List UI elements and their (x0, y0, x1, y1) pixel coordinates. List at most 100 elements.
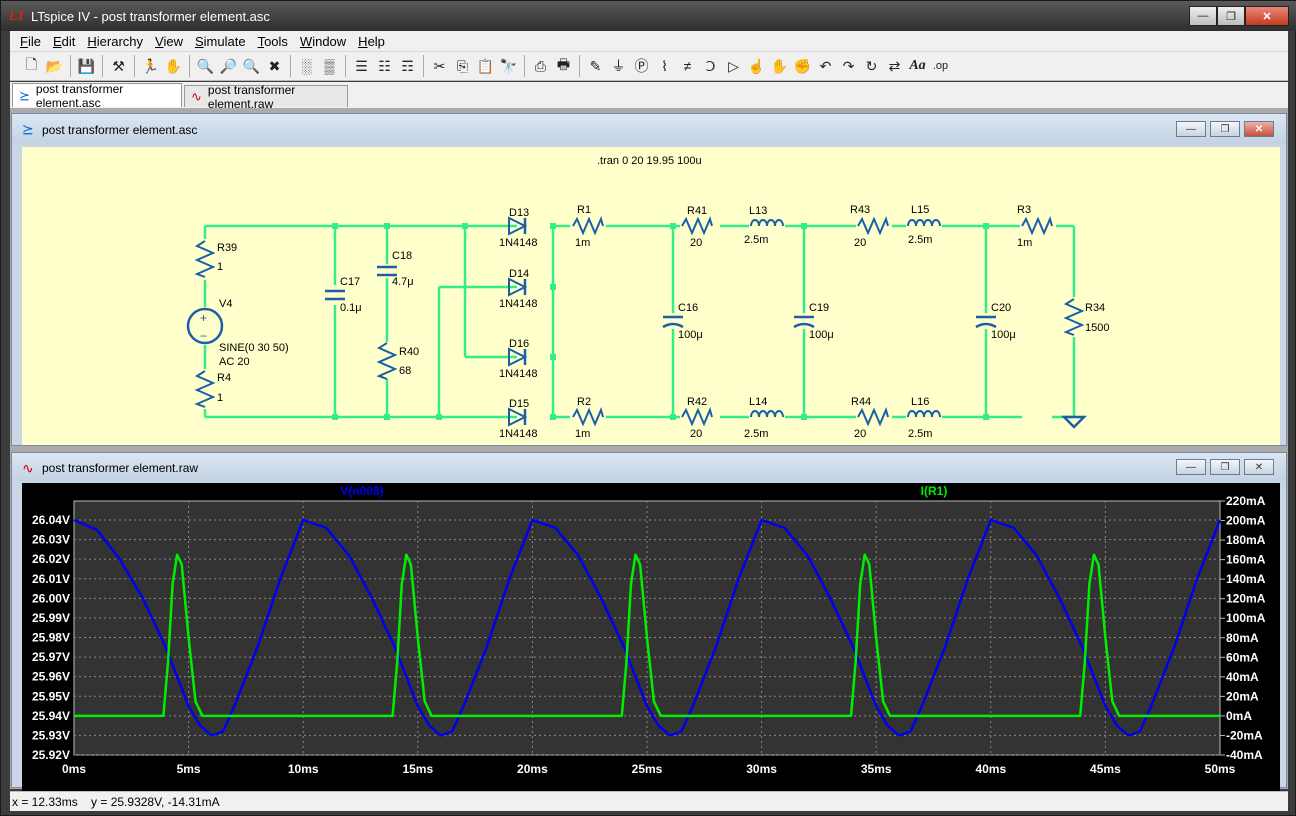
y-right-tick-label: 0mA (1226, 709, 1252, 723)
zoom-pan-icon[interactable]: 🔎 (219, 57, 238, 74)
source-plus-sign: + (200, 311, 207, 325)
menu-help[interactable]: Help (358, 33, 385, 49)
label-r1-value: 1m (575, 237, 590, 249)
label-l15-ref: L15 (911, 204, 929, 216)
menu-simulate[interactable]: Simulate (194, 33, 246, 49)
junction-dot (983, 414, 989, 420)
label-r40-ref: R40 (399, 346, 419, 358)
menu-file[interactable]: File (20, 33, 41, 49)
rotate-icon[interactable]: ↻ (865, 57, 878, 74)
resistor-icon[interactable]: ⌇ (661, 57, 668, 74)
voltage-source-v4 (186, 307, 224, 345)
label-net-icon[interactable]: Ⓟ (634, 58, 649, 74)
label-r42-value: 20 (690, 428, 702, 440)
waveform-icon: ∿ (191, 88, 202, 104)
label-c19-ref: C19 (809, 302, 829, 314)
redo-icon[interactable]: ↷ (842, 57, 855, 74)
label-l16-value: 2.5m (908, 428, 932, 440)
document-tab-bar: ⪰ post transformer element.asc ∿ post tr… (10, 81, 1288, 111)
cut-icon[interactable]: ✂ (433, 57, 446, 74)
toolbar-separator (524, 55, 525, 77)
diode-d13 (508, 216, 528, 236)
junction-dot (550, 354, 556, 360)
maximize-button[interactable]: ❐ (1210, 121, 1240, 137)
zoom-out-icon[interactable]: 🔍 (242, 57, 261, 74)
y-right-tick-label: 100mA (1226, 611, 1266, 625)
close-button[interactable]: ✕ (1244, 121, 1274, 137)
inductor-l15 (907, 219, 941, 227)
tile-horizontal-icon[interactable]: ☰ (355, 57, 368, 74)
undo-icon[interactable]: ↶ (819, 57, 832, 74)
toolbar: 🗋📂💾⚒🏃✋🔍🔎🔍✖░▒☰☷☶✂⎘📋🔭⎙🖶✎⏚Ⓟ⌇≠Ↄ▷☝✋✊↶↷↻⇄Aa.op (10, 51, 1288, 81)
junction-dot (332, 223, 338, 229)
drag-icon[interactable]: ✊ (793, 57, 812, 74)
print-icon[interactable]: 🖶 (556, 56, 571, 72)
maximize-button[interactable]: ❐ (1217, 6, 1245, 26)
control-panel-icon[interactable]: ⚒ (112, 57, 125, 74)
schematic-window: ⪰ post transformer element.asc — ❐ ✕ .tr… (11, 113, 1287, 446)
zoom-in-icon[interactable]: 🔍 (196, 57, 215, 74)
label-v4-value: SINE(0 30 50) (219, 342, 289, 354)
plot-settings-icon[interactable]: ▒ (324, 58, 335, 74)
tile-vertical-icon[interactable]: ☶ (401, 57, 414, 74)
y-right-tick-label: 200mA (1226, 514, 1266, 528)
series-label-i-r1: I(R1) (921, 484, 948, 498)
open-icon[interactable]: 📂 (45, 57, 64, 74)
waveform-window-controls: — ❐ ✕ (1176, 459, 1274, 475)
maximize-button[interactable]: ❐ (1210, 459, 1240, 475)
run-icon[interactable]: 🏃 (141, 57, 160, 74)
spice-directive-icon[interactable]: .op (932, 60, 949, 72)
minimize-button[interactable]: — (1176, 121, 1206, 137)
capacitor-c20 (975, 322, 997, 329)
inductor-icon[interactable]: Ↄ (705, 57, 716, 74)
resistor-r43 (857, 216, 889, 236)
close-button[interactable]: ✕ (1245, 6, 1289, 26)
waveform-icon: ∿ (22, 460, 34, 476)
resistor-r40 (376, 342, 398, 380)
y-left-tick-label: 25.97V (32, 650, 70, 664)
toolbar-separator (70, 55, 71, 77)
component-icon[interactable]: ☝ (747, 57, 766, 74)
menu-tools[interactable]: Tools (257, 33, 288, 49)
text-icon[interactable]: Aa (909, 58, 926, 73)
close-button[interactable]: ✕ (1244, 459, 1274, 475)
tab-waveform[interactable]: ∿ post transformer element.raw (184, 83, 348, 111)
minimize-button[interactable]: — (1176, 459, 1206, 475)
resistor-r1 (572, 216, 604, 236)
zoom-fit-icon[interactable]: ✖ (268, 57, 281, 74)
toolbar-separator (423, 55, 424, 77)
ground-icon[interactable]: ⏚ (611, 58, 626, 74)
y-left-tick-label: 26.03V (32, 533, 70, 547)
capacitor-icon[interactable]: ≠ (683, 58, 692, 74)
menu-hierarchy[interactable]: Hierarchy (87, 33, 144, 49)
wire-icon[interactable]: ✎ (589, 57, 602, 74)
save-icon[interactable]: 💾 (77, 57, 96, 74)
autorange-icon[interactable]: ░ (301, 58, 312, 74)
cascade-icon[interactable]: ☷ (378, 57, 391, 74)
toolbar-separator (102, 55, 103, 77)
menu-view[interactable]: View (155, 33, 183, 49)
find-icon[interactable]: 🔭 (499, 57, 518, 74)
copy-icon[interactable]: ⎘ (456, 57, 469, 74)
ground-symbol (1060, 415, 1088, 429)
tab-label: post transformer element.asc (35, 81, 124, 110)
minimize-button[interactable]: — (1189, 6, 1217, 26)
mirror-icon[interactable]: ⇄ (888, 57, 901, 74)
halt-icon[interactable]: ✋ (164, 57, 183, 74)
inductor-l16 (907, 410, 941, 418)
menu-window[interactable]: Window (299, 33, 347, 49)
y-left-tick-label: 25.94V (32, 709, 70, 723)
diode-icon[interactable]: ▷ (728, 57, 739, 74)
schematic-window-title: post transformer element.asc (42, 123, 198, 137)
y-left-tick-label: 26.00V (32, 591, 70, 605)
menu-edit[interactable]: Edit (52, 33, 76, 49)
new-schematic-icon[interactable]: 🗋 (25, 56, 38, 72)
label-l13-value: 2.5m (744, 234, 768, 246)
print-setup-icon[interactable]: ⎙ (534, 57, 547, 74)
paste-icon[interactable]: 📋 (476, 57, 495, 74)
move-icon[interactable]: ✋ (770, 57, 789, 74)
tab-schematic[interactable]: ⪰ post transformer element.asc (12, 81, 182, 110)
y-left-tick-label: 25.96V (32, 670, 70, 684)
